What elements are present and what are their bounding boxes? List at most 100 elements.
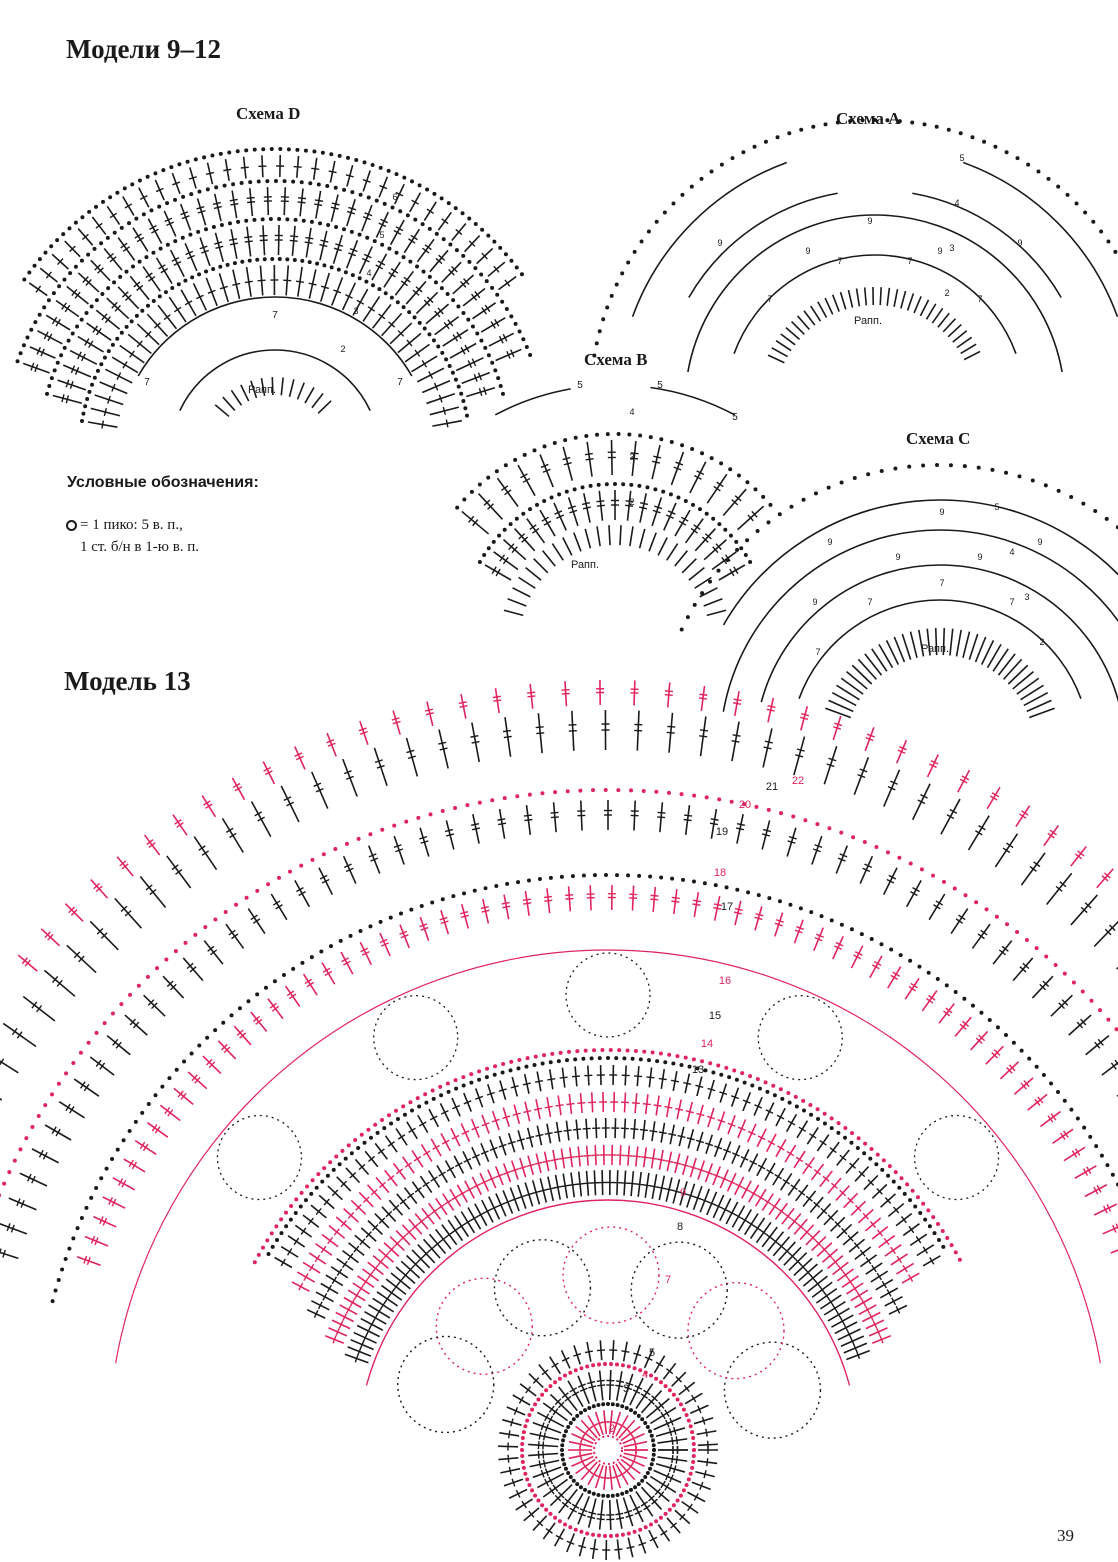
stitch-crossbar — [664, 1105, 673, 1109]
stitch-crossbar — [660, 1411, 666, 1420]
chain-dot — [675, 1054, 680, 1059]
stitch-crossbar — [640, 1393, 649, 1399]
chain-dot — [410, 179, 415, 184]
stitch-crossbar — [458, 701, 467, 705]
chain-dot — [719, 162, 724, 167]
chain-dot — [587, 1405, 592, 1410]
chain-dot — [417, 320, 422, 325]
stitch-mark — [864, 653, 883, 676]
stitch-crossbar — [411, 1223, 419, 1230]
stitch-crossbar — [766, 1233, 774, 1240]
stitch-crossbar — [579, 1387, 588, 1392]
stitch-crossbar — [597, 1384, 606, 1387]
stitch-crossbar — [504, 489, 512, 496]
stitch-mark — [942, 318, 957, 333]
chain-dot — [343, 1156, 348, 1161]
stitch-crossbar — [474, 291, 481, 299]
stitch-crossbar — [16, 1031, 23, 1039]
chain-dot — [735, 887, 740, 892]
chain-dot — [596, 1403, 601, 1408]
stitch-crossbar — [437, 1203, 446, 1210]
stitch-crossbar — [498, 822, 507, 826]
stitch-crossbar — [732, 702, 741, 705]
chain-dot — [609, 293, 614, 298]
stitch-crossbar — [388, 1246, 395, 1253]
chain-dot — [668, 492, 673, 497]
chain-dot — [383, 291, 388, 296]
chain-dot — [791, 814, 796, 819]
stitch-crossbar — [448, 269, 455, 276]
stitch-crossbar — [435, 257, 443, 265]
stitch-crossbar — [1101, 875, 1109, 882]
chain-dot — [356, 836, 361, 841]
stitch-crossbar — [444, 828, 454, 833]
stitch-crossbar — [856, 1291, 862, 1300]
chain-dot — [102, 355, 107, 360]
chain-dot — [571, 1417, 576, 1422]
stitch-crossbar — [468, 515, 475, 523]
stitch-crossbar — [145, 330, 152, 338]
stitch-mark — [638, 528, 646, 549]
chain-dot — [573, 1057, 578, 1062]
stitch-crossbar — [443, 321, 450, 330]
chain-dot — [461, 1075, 466, 1080]
stitch-mark — [518, 576, 536, 589]
stitch-crossbar — [998, 949, 1006, 956]
stitch-crossbar — [145, 884, 153, 891]
stitch-crossbar — [55, 1128, 61, 1137]
stitch-mark — [857, 658, 878, 680]
chain-dot — [548, 1060, 553, 1065]
chain-dot — [205, 1035, 210, 1040]
stitch-crossbar — [407, 755, 416, 759]
stitch-crossbar — [40, 348, 45, 357]
chain-dot — [394, 1108, 399, 1113]
stitch-crossbar — [378, 1217, 386, 1225]
chain-dot — [27, 270, 32, 275]
stitch-crossbar — [307, 1217, 314, 1225]
chain-dot — [740, 1071, 745, 1076]
chain-dot — [509, 314, 514, 319]
chain-dot — [683, 1055, 688, 1060]
chain-dot — [917, 964, 922, 969]
chain-dot — [349, 229, 354, 234]
chain-dot — [649, 1522, 653, 1527]
stitch-crossbar — [151, 1002, 158, 1010]
chain-dot — [709, 456, 714, 461]
row-label: 14 — [701, 1038, 713, 1050]
stitch-crossbar — [205, 171, 215, 175]
chain-dot — [879, 469, 884, 474]
stitch-crossbar — [888, 874, 897, 880]
chain-dot — [994, 914, 999, 919]
chain-dot — [709, 169, 714, 174]
stitch-mark — [878, 643, 894, 669]
stitch-mark — [260, 378, 266, 397]
stitch-crossbar — [510, 349, 515, 358]
stitch-crossbar — [229, 832, 237, 839]
stitch-crossbar — [634, 1510, 643, 1515]
chain-dot — [454, 248, 459, 253]
chain-dot — [579, 1529, 584, 1534]
scheme-b-caption: Схема B — [584, 350, 648, 369]
chain-dot — [907, 464, 912, 469]
stitch-crossbar — [208, 1061, 216, 1069]
chain-dot — [508, 522, 513, 527]
stitch-crossbar — [706, 1458, 709, 1467]
chain-dot — [704, 795, 709, 800]
chain-dot — [37, 257, 42, 262]
stitch-crossbar — [367, 1271, 374, 1279]
chain-dot — [1069, 1107, 1074, 1112]
chain-dot — [329, 152, 334, 157]
chain-dot — [121, 1138, 126, 1143]
stitch-crossbar — [399, 1234, 407, 1242]
stitch-crossbar — [766, 708, 775, 712]
chain-dot — [382, 201, 387, 206]
chain-dot — [632, 1366, 637, 1371]
stitch-crossbar — [154, 322, 161, 329]
chain-dot — [387, 246, 392, 251]
chain-dot — [161, 168, 166, 173]
chain-dot — [525, 1056, 530, 1061]
stitch-crossbar — [666, 731, 675, 734]
chain-dot — [708, 579, 713, 584]
chain-dot — [940, 1228, 945, 1233]
chain-dot — [328, 1160, 333, 1165]
